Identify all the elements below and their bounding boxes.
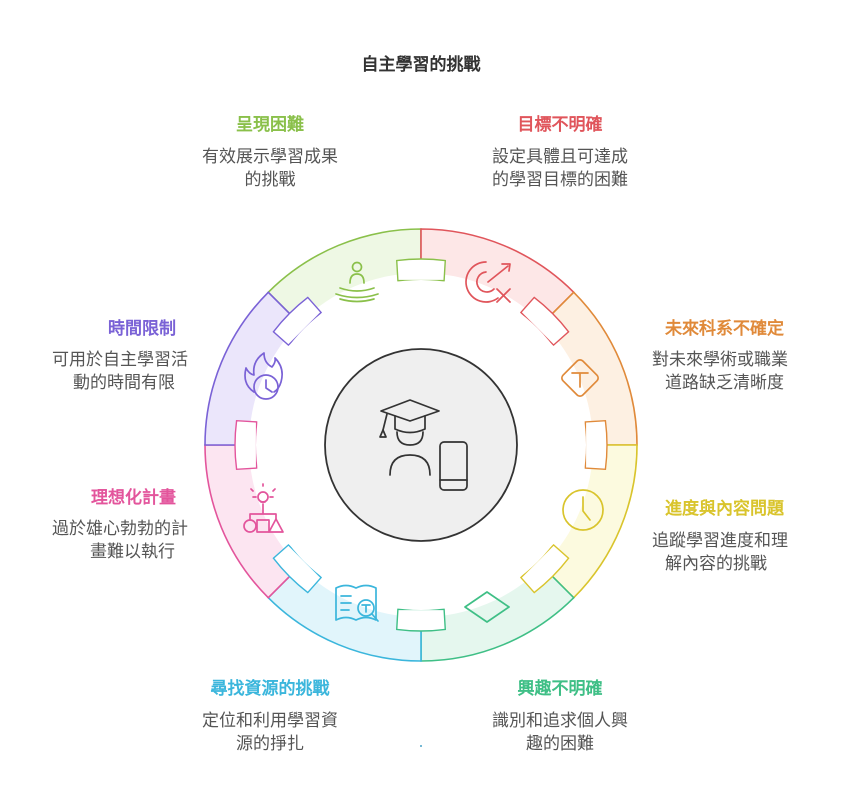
clock-icon: [562, 489, 604, 531]
label-time: 時間限制: [108, 319, 176, 339]
diamond-icon: [464, 591, 510, 623]
ring-notch: [584, 419, 608, 471]
book-search-icon: [335, 584, 379, 622]
target-arrow-icon: [465, 261, 511, 303]
inner-ring: [234, 258, 608, 632]
desc-goals: 設定具體且可達成的學習目標的困難: [492, 147, 628, 190]
student-device-icon: [379, 399, 468, 491]
desc-time: 可用於自主學習活動的時間有限: [52, 350, 188, 393]
road-sign-icon: [561, 359, 599, 397]
desc-future: 對未來學術或職業道路缺乏清晰度: [652, 350, 788, 393]
label-interest: 興趣不明確: [517, 679, 603, 699]
label-presentation: 呈現困難: [236, 115, 304, 135]
ring-notch: [395, 258, 447, 282]
label-planning: 理想化計畫: [91, 488, 176, 508]
ring-notch: [234, 419, 258, 471]
label-resources: 尋找資源的挑戰: [210, 679, 330, 699]
desc-interest: 識別和追求個人興趣的困難: [492, 711, 628, 754]
center-hub: [324, 348, 518, 542]
desc-planning: 過於雄心勃勃的計畫難以執行: [52, 519, 188, 562]
decorative-dot: [420, 745, 422, 747]
diagram-title: 自主學習的挑戰: [361, 55, 481, 75]
desc-resources: 定位和利用學習資源的掙扎: [202, 711, 338, 754]
meditation-icon: [335, 261, 379, 303]
desc-progress: 追蹤學習進度和理解內容的挑戰: [652, 531, 788, 574]
ring-notch: [272, 543, 323, 594]
idea-shapes-icon: [243, 483, 284, 533]
desc-presentation: 有效展示學習成果的挑戰: [202, 147, 338, 190]
ring-notch: [395, 608, 447, 632]
ring-notch: [519, 296, 570, 347]
ring-notch: [272, 296, 323, 347]
time-flame-icon: [244, 352, 283, 400]
label-future: 未來科系不確定: [665, 319, 784, 339]
label-goals: 目標不明確: [517, 115, 603, 135]
ring-notch: [519, 543, 570, 594]
label-progress: 進度與內容問題: [665, 499, 784, 519]
